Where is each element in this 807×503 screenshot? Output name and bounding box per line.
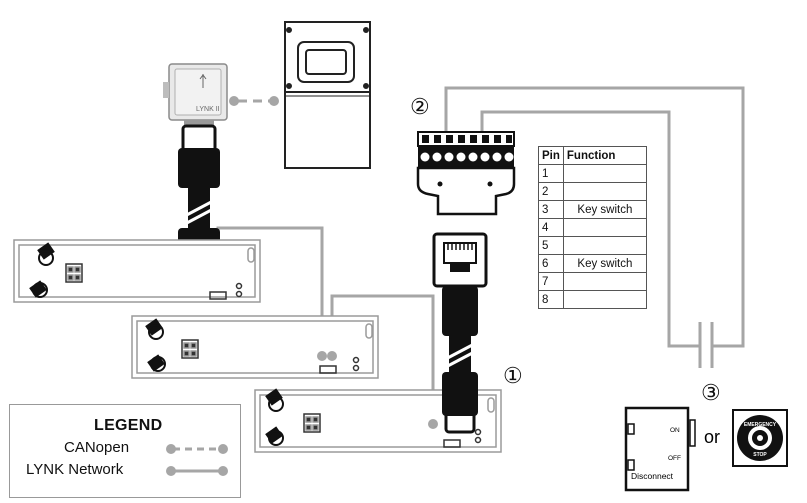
callout-2: ②: [410, 94, 430, 119]
legend-swatches: [166, 444, 228, 476]
function-cell: [562, 272, 647, 291]
battery-module-3: [254, 388, 502, 453]
pin-table-header: Pin Function: [538, 146, 647, 165]
disconnect-switch: ON OFF Disconnect: [624, 406, 696, 492]
function-cell: [562, 218, 647, 237]
table-row: 2: [538, 182, 647, 201]
estop-top-label: EMERGENCY: [744, 422, 777, 428]
cable-right: [432, 232, 488, 434]
legend-canopen-swatch: [166, 444, 228, 454]
function-cell: Key switch: [562, 254, 647, 273]
inverter-unit: [284, 21, 371, 169]
pin-cell: 1: [538, 164, 564, 183]
battery-2-port-b: [327, 351, 337, 361]
lynk-ii-gateway: LYNK II: [163, 63, 228, 126]
battery-2-port-a: [317, 351, 327, 361]
table-row: 1: [538, 164, 647, 183]
pin-header: Pin: [538, 146, 564, 165]
disconnect-label: Disconnect: [631, 471, 674, 481]
table-row: 8: [538, 290, 647, 309]
legend-lynk-swatch: [166, 466, 228, 476]
legend-canopen-label: CANopen: [64, 439, 130, 456]
function-cell: [562, 236, 647, 255]
lynk-label: LYNK II: [196, 106, 220, 113]
table-row: 7: [538, 272, 647, 291]
pin-cell: 4: [538, 218, 564, 237]
function-header: Function: [562, 146, 647, 165]
pin-cell: 5: [538, 236, 564, 255]
function-cell: [562, 164, 647, 183]
function-cell: [562, 290, 647, 309]
estop-bottom-label: STOP: [753, 452, 767, 458]
callout-3: ③: [701, 380, 721, 405]
or-label: or: [704, 427, 720, 447]
pin-cell: 8: [538, 290, 564, 309]
pin-cell: 6: [538, 254, 564, 273]
canopen-dashed-link: [229, 96, 279, 106]
function-cell: Key switch: [562, 200, 647, 219]
pin-cell: 7: [538, 272, 564, 291]
legend-lynk-network-label: LYNK Network: [26, 461, 124, 478]
legend-title: LEGEND: [94, 417, 163, 434]
callout-1: ①: [503, 363, 523, 388]
pin-cell: 3: [538, 200, 564, 219]
battery-module-1: [13, 239, 261, 303]
switch-off-label: OFF: [668, 455, 681, 462]
emergency-stop-button: EMERGENCY STOP: [732, 409, 788, 467]
key-switch-wiring: [444, 86, 745, 368]
legend-box: LEGEND CANopen LYNK Network: [9, 404, 241, 498]
switch-on-label: ON: [670, 427, 680, 434]
pin-cell: 2: [538, 182, 564, 201]
table-row: 5: [538, 236, 647, 255]
table-row: 4: [538, 218, 647, 237]
function-cell: [562, 182, 647, 201]
terminal-block-adapter: [416, 131, 516, 216]
battery-3-port: [428, 419, 438, 429]
battery-module-2: [131, 315, 379, 379]
